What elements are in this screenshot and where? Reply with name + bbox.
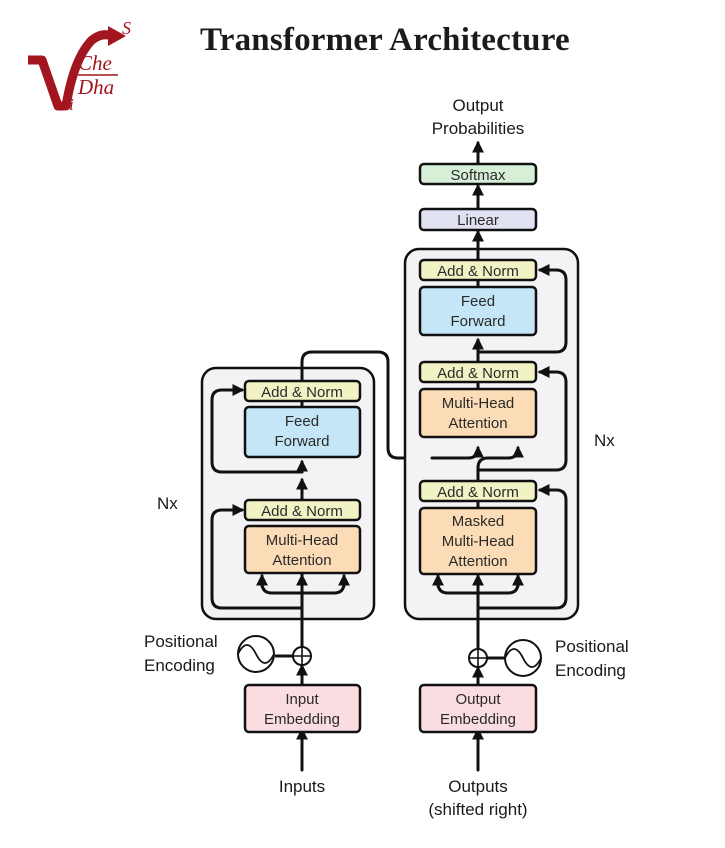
softmax-block xyxy=(418,162,538,186)
output-embedding-line1: Output xyxy=(455,691,501,708)
decoder-residual-2 xyxy=(476,366,568,472)
encoder-add-norm-bottom xyxy=(243,498,362,522)
decoder-ff-line1: Feed xyxy=(461,293,495,310)
outputs-label-line1: Outputs xyxy=(448,777,508,796)
encoder-residual-1 xyxy=(210,504,304,610)
decoder-attn-line2: Attention xyxy=(448,415,507,432)
encoder-stack xyxy=(200,366,376,621)
encoder-plus-glyph xyxy=(294,648,310,664)
page-title: Transformer Architecture xyxy=(200,22,570,58)
decoder-add-norm-mid xyxy=(418,360,538,384)
encoder-attn-line2: Attention xyxy=(272,552,331,569)
decoder-add-norm-bottom xyxy=(418,479,538,503)
decoder-plus-glyph xyxy=(470,650,486,666)
encoder-ff-line2: Forward xyxy=(274,433,329,450)
encoder-pe-label-line1: Positional xyxy=(144,632,218,651)
input-embedding xyxy=(243,683,362,734)
logo-arrowhead-icon xyxy=(108,26,126,46)
decoder-masked-line2: Multi-Head xyxy=(442,533,515,550)
logo-letter-che: Che xyxy=(78,51,112,75)
vichedhas-logo: S Che Dha i xyxy=(28,18,131,113)
output-embedding-line2: Embedding xyxy=(440,711,516,728)
decoder-add-norm-bottom-label: Add & Norm xyxy=(437,484,519,501)
decoder-add-norm-top xyxy=(418,258,538,282)
decoder-ff-line2: Forward xyxy=(450,313,505,330)
logo-letter-dha: Dha xyxy=(77,75,114,99)
linear-block xyxy=(418,207,538,232)
encoder-sine-curve xyxy=(237,644,275,664)
decoder-multi-head-attention xyxy=(418,387,538,439)
decoder-masked-line1: Masked xyxy=(452,513,505,530)
encoder-nx-label: Nx xyxy=(157,494,178,513)
encoder-residual-2 xyxy=(210,384,304,474)
encoder-add-norm-bottom-label: Add & Norm xyxy=(261,503,343,520)
encoder-ff-line1: Feed xyxy=(285,413,319,430)
decoder-pe-label-line2: Encoding xyxy=(555,661,626,680)
encoder-attn-line1: Multi-Head xyxy=(266,532,339,549)
decoder-nx-label: Nx xyxy=(594,431,615,450)
inputs-label: Inputs xyxy=(279,777,325,796)
decoder-attn-line1: Multi-Head xyxy=(442,395,515,412)
encoder-pe-label-line2: Encoding xyxy=(144,656,215,675)
decoder-sine-curve xyxy=(504,648,542,668)
decoder-masked-line3: Attention xyxy=(448,553,507,570)
decoder-enc-k-branch xyxy=(430,445,484,460)
output-probabilities-line1: Output xyxy=(452,96,503,115)
input-embedding-line2: Embedding xyxy=(264,711,340,728)
input-embedding-line1: Input xyxy=(285,691,319,708)
decoder-residual-3 xyxy=(476,264,568,354)
decoder-feed-forward xyxy=(418,285,538,337)
logo-letter-i: i xyxy=(69,95,74,113)
decoder-add-norm-mid-label: Add & Norm xyxy=(437,365,519,382)
logo-letter-s: S xyxy=(122,18,131,38)
outputs-label-line2: (shifted right) xyxy=(428,800,527,819)
encoder-feed-forward xyxy=(243,405,362,459)
decoder-residual-1 xyxy=(476,484,568,610)
decoder-add-norm-top-label: Add & Norm xyxy=(437,263,519,280)
linear-label: Linear xyxy=(457,212,499,229)
decoder-to-attn xyxy=(476,445,524,484)
softmax-label: Softmax xyxy=(450,167,506,184)
logo-radical-arrow-icon xyxy=(28,30,114,111)
decoder-pe-label-line1: Positional xyxy=(555,637,629,656)
encoder-multi-head-attention xyxy=(243,524,362,575)
encoder-add-norm-top xyxy=(243,379,362,403)
encoder-add-norm-top-label: Add & Norm xyxy=(261,384,343,401)
decoder-masked-multi-head-attention xyxy=(418,506,538,576)
decoder-masked-fork xyxy=(436,581,520,595)
output-probabilities-line2: Probabilities xyxy=(432,119,525,138)
output-embedding xyxy=(418,683,538,734)
